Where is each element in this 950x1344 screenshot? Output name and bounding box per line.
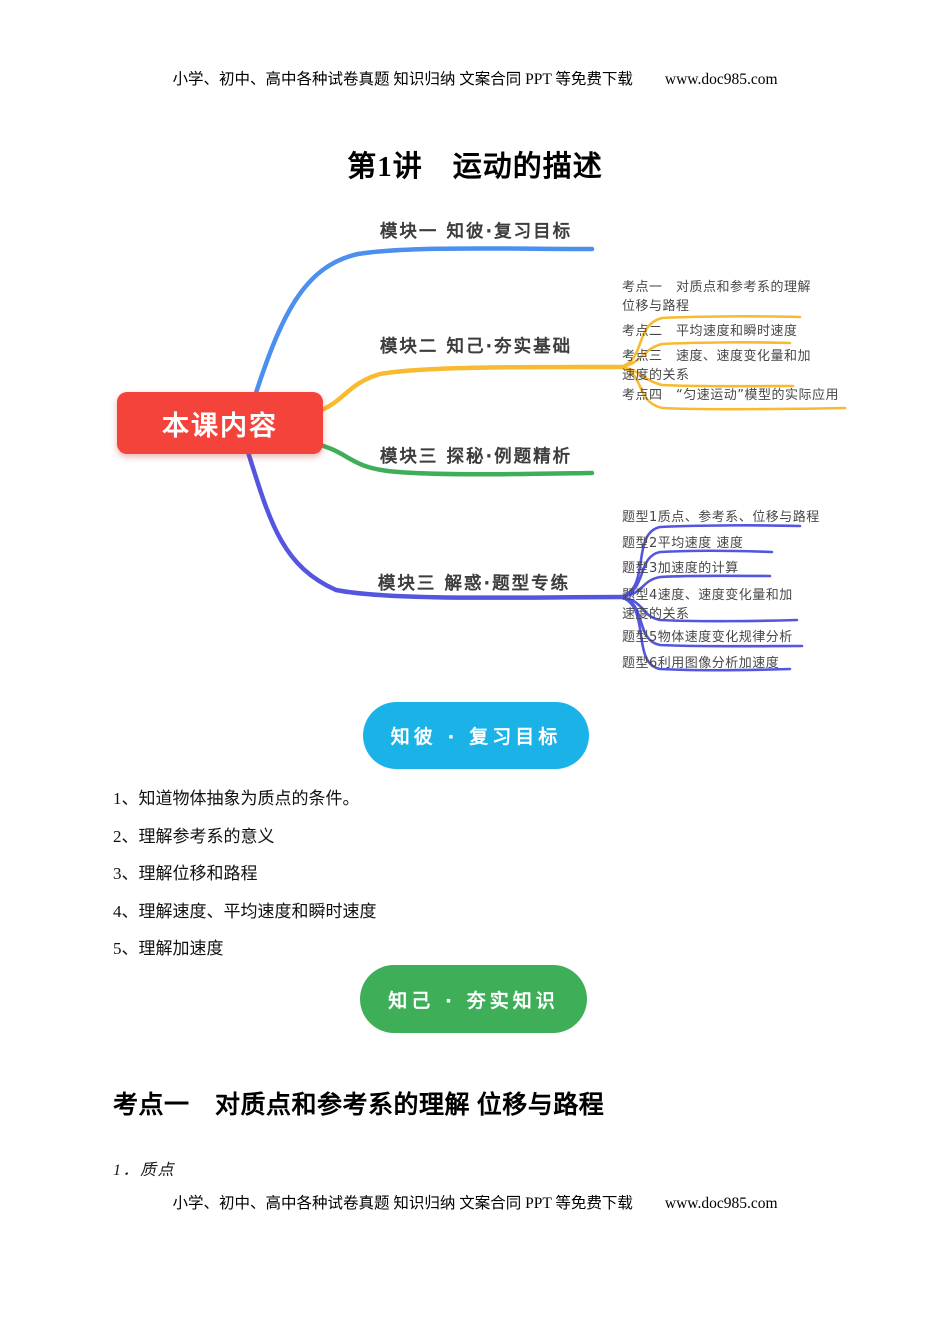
badge-review-goals: 知彼 · 复习目标 <box>363 702 589 769</box>
objectives-list: 1、知道物体抽象为质点的条件。 2、理解参考系的意义 3、理解位移和路程 4、理… <box>113 788 377 959</box>
footer-promo-text: 小学、初中、高中各种试卷真题 知识归纳 文案合同 PPT 等免费下载 <box>172 1195 633 1212</box>
mindmap-root-node: 本课内容 <box>117 392 323 454</box>
mindmap-leaf-tixing5: 题型5物体速度变化规律分析 <box>622 630 793 645</box>
mindmap-leaf-tixing3: 题型3加速度的计算 <box>622 561 739 576</box>
badge-solid-knowledge: 知己 · 夯实知识 <box>360 965 587 1033</box>
mindmap-branch-module2: 模块二 知己·夯实基础 <box>379 337 573 357</box>
section-heading-kaodian1: 考点一 对质点和参考系的理解 位移与路程 <box>113 1092 605 1119</box>
mindmap-leaf-kaodian1: 考点一 对质点和参考系的理解 位移与路程 <box>622 280 812 314</box>
subtopic-mass-point: 1．质点 <box>113 1162 176 1179</box>
header-promo-text: 小学、初中、高中各种试卷真题 知识归纳 文案合同 PPT 等免费下载 <box>172 71 633 88</box>
mindmap-leaf-kaodian4: 考点四 “匀速运动”模型的实际应用 <box>622 388 839 403</box>
objective-item-5: 5、理解加速度 <box>113 939 224 958</box>
mindmap-leaf-tixing6: 题型6利用图像分析加速度 <box>622 656 780 671</box>
branch2-curve <box>313 364 625 415</box>
badge-solid-knowledge-label: 知己 · 夯实知识 <box>388 989 559 1012</box>
lesson-title: 第1讲 运动的描述 <box>347 151 603 183</box>
mindmap-leaf-kaodian3: 考点三 速度、速度变化量和加 速度的关系 <box>622 349 812 383</box>
header-site-link[interactable]: www.doc985.com <box>664 71 778 88</box>
badge-review-goals-label: 知彼 · 复习目标 <box>390 726 562 748</box>
mindmap-leaf-tixing1: 题型1质点、参考系、位移与路程 <box>622 510 820 525</box>
mindmap-root-label: 本课内容 <box>162 410 278 441</box>
objective-item-3: 3、理解位移和路程 <box>113 864 258 883</box>
branch1-curve <box>250 246 595 405</box>
objective-item-4: 4、理解速度、平均速度和瞬时速度 <box>113 901 377 921</box>
mindmap-leaf-tixing2: 题型2平均速度 速度 <box>622 536 744 551</box>
mindmap-branch-module4: 模块三 解惑·题型专练 <box>377 574 571 594</box>
footer-site-link[interactable]: www.doc985.com <box>664 1195 778 1212</box>
mindmap-leaf-kaodian2: 考点二 平均速度和瞬时速度 <box>622 324 798 339</box>
mindmap-leaf-tixing4: 题型4速度、速度变化量和加 速度的关系 <box>622 588 793 622</box>
mindmap-branch-module1: 模块一 知彼·复习目标 <box>379 222 573 242</box>
objective-item-2: 2、理解参考系的意义 <box>113 826 275 846</box>
page-header: 小学、初中、高中各种试卷真题 知识归纳 文案合同 PPT 等免费下载 www.d… <box>0 67 950 89</box>
objective-item-1: 1、知道物体抽象为质点的条件。 <box>113 789 360 808</box>
mindmap-branch-module3: 模块三 探秘·例题精析 <box>379 447 573 467</box>
page-footer: 小学、初中、高中各种试卷真题 知识归纳 文案合同 PPT 等免费下载 www.d… <box>0 1191 950 1213</box>
